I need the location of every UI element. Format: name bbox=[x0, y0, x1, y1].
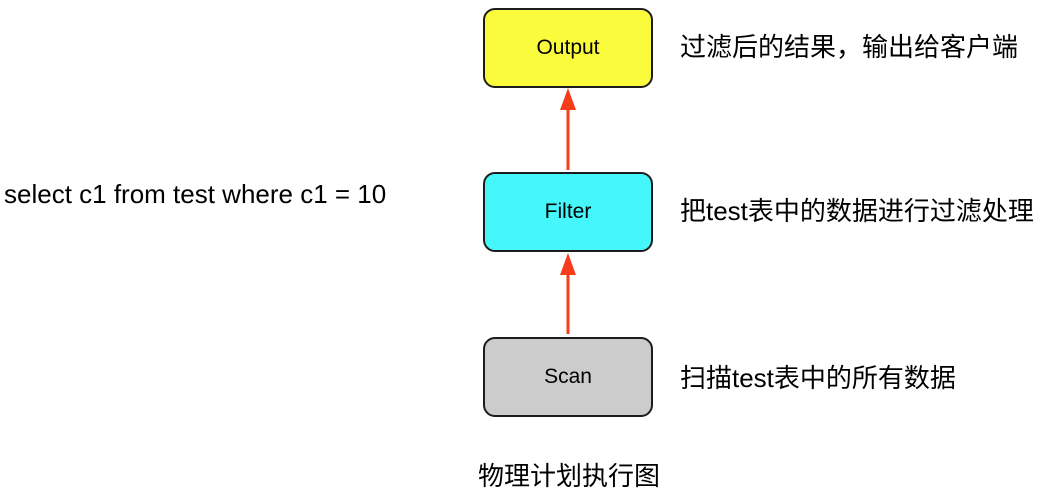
annotation-scan: 扫描test表中的所有数据 bbox=[680, 363, 956, 393]
sql-query-text: select c1 from test where c1 = 10 bbox=[4, 179, 387, 209]
node-scan: Scan bbox=[483, 337, 653, 417]
diagram-caption: 物理计划执行图 bbox=[477, 461, 661, 491]
arrow-filter-to-output-icon bbox=[560, 88, 576, 170]
node-scan-label: Scan bbox=[544, 365, 592, 388]
annotation-output: 过滤后的结果，输出给客户端 bbox=[680, 32, 1019, 62]
arrow-scan-to-filter-icon bbox=[560, 253, 576, 334]
node-filter: Filter bbox=[483, 172, 653, 252]
annotation-filter: 把test表中的数据进行过滤处理 bbox=[680, 196, 1034, 226]
node-output: Output bbox=[483, 8, 653, 88]
node-output-label: Output bbox=[536, 36, 600, 59]
node-filter-label: Filter bbox=[544, 200, 592, 223]
